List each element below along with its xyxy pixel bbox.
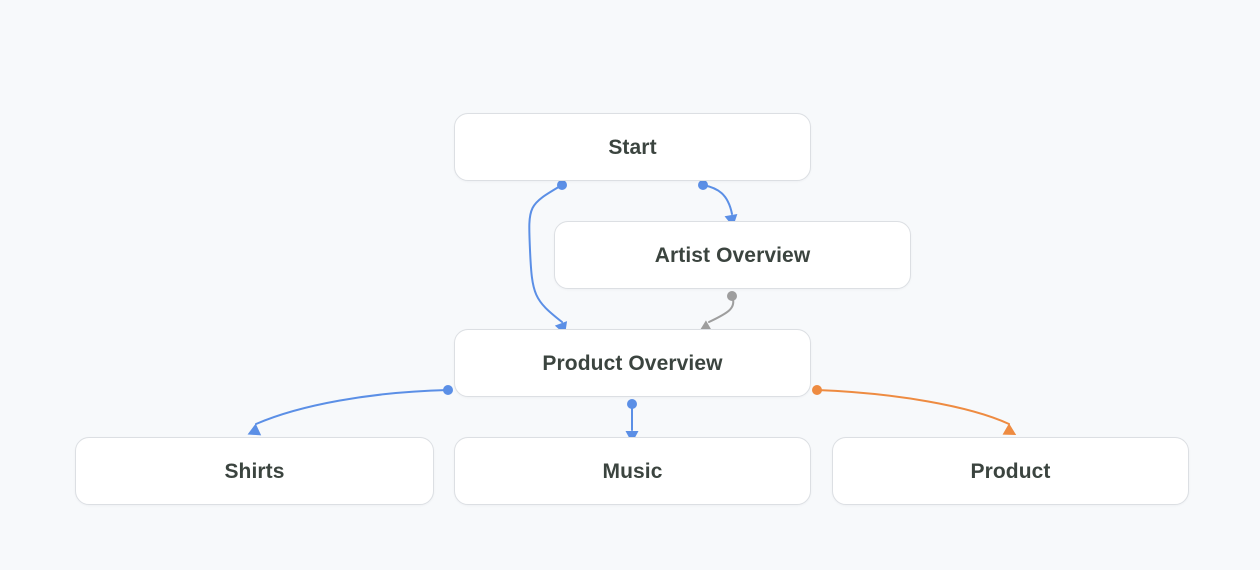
- node-product-overview[interactable]: Product Overview: [454, 329, 811, 397]
- node-start[interactable]: Start: [454, 113, 811, 181]
- edge-path: [702, 184, 733, 215]
- edge-path: [255, 389, 449, 425]
- node-label: Music: [602, 459, 663, 483]
- edge-path: [708, 295, 735, 323]
- edge-product-overview-to-shirts[interactable]: [245, 385, 453, 440]
- edge-source-handle[interactable]: [727, 291, 737, 301]
- node-label: Product Overview: [542, 351, 723, 375]
- edge-source-handle[interactable]: [698, 180, 708, 190]
- edge-product-overview-to-product[interactable]: [812, 385, 1019, 441]
- node-music[interactable]: Music: [454, 437, 811, 505]
- edge-source-handle[interactable]: [627, 399, 637, 409]
- edge-source-handle[interactable]: [812, 385, 822, 395]
- node-product[interactable]: Product: [832, 437, 1189, 505]
- node-shirts[interactable]: Shirts: [75, 437, 434, 505]
- node-label: Product: [970, 459, 1051, 483]
- edge-source-handle[interactable]: [557, 180, 567, 190]
- node-artist-overview[interactable]: Artist Overview: [554, 221, 911, 289]
- edge-source-handle[interactable]: [443, 385, 453, 395]
- node-label: Shirts: [224, 459, 285, 483]
- edge-path: [816, 389, 1010, 425]
- node-label: Start: [608, 135, 657, 159]
- node-label: Artist Overview: [654, 243, 811, 267]
